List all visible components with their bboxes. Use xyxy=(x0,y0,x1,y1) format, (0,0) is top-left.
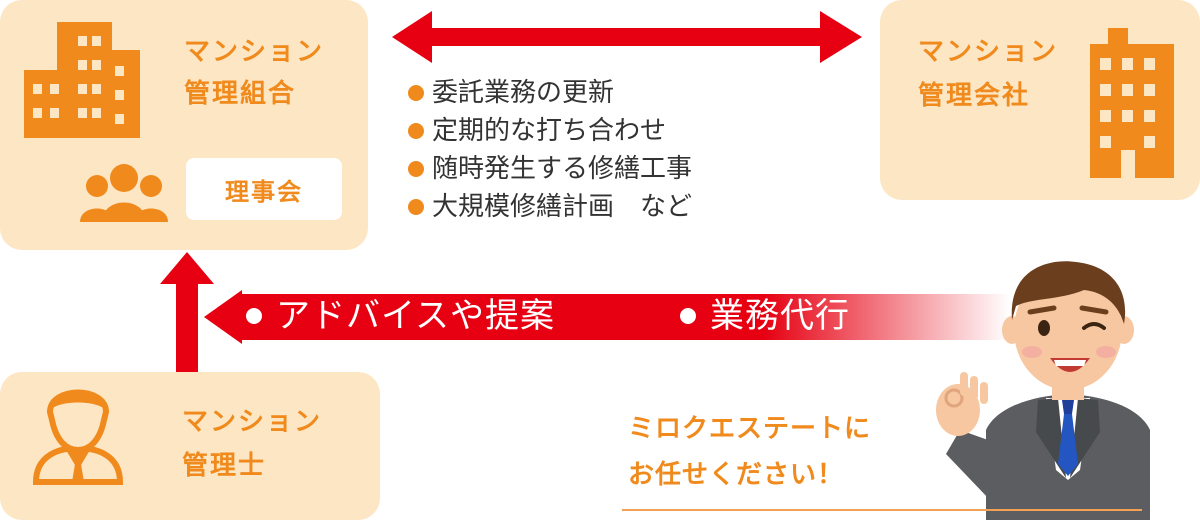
cta-underline xyxy=(622,509,1142,511)
list-item: 随時発生する修繕工事 xyxy=(408,150,692,188)
bullet-dot-icon xyxy=(408,85,424,101)
building-icon xyxy=(24,22,140,138)
bullet-dot-icon xyxy=(408,199,424,215)
cta-line2: お任せください！ xyxy=(628,460,845,490)
company-title-line1: マンション xyxy=(918,37,1059,67)
businessman-illustration xyxy=(936,261,1150,520)
double-arrow-icon xyxy=(392,11,862,63)
manager-title-line2: 管理士 xyxy=(182,451,267,481)
board-label: 理事会 xyxy=(186,158,342,220)
banner-item-advice: アドバイスや提案 xyxy=(246,288,555,344)
list-item: 委託業務の更新 xyxy=(408,74,692,112)
company-building-icon xyxy=(1090,28,1174,178)
union-title-line1: マンション xyxy=(184,37,325,67)
list-item: 定期的な打ち合わせ xyxy=(408,112,692,150)
manager-title-line1: マンション xyxy=(182,407,323,437)
bullet-dot-icon xyxy=(408,123,424,139)
bullet-dot-icon xyxy=(680,308,696,324)
cta-line1: ミロクエステートに xyxy=(628,414,872,444)
up-arrow-icon xyxy=(160,252,214,372)
company-title-line2: 管理会社 xyxy=(918,81,1031,111)
union-title-line2: 管理組合 xyxy=(184,79,297,109)
bullet-dot-icon xyxy=(246,308,262,324)
banner-item-agency: 業務代行 xyxy=(680,288,850,344)
person-icon xyxy=(32,389,124,485)
banner-arrow-icon xyxy=(204,290,1010,344)
task-list: 委託業務の更新 定期的な打ち合わせ 随時発生する修繕工事 大規模修繕計画 など xyxy=(408,74,692,226)
list-item: 大規模修繕計画 など xyxy=(408,188,692,226)
group-icon xyxy=(80,164,168,222)
bullet-dot-icon xyxy=(408,161,424,177)
cta-text: ミロクエステートに お任せください！ xyxy=(628,406,871,498)
